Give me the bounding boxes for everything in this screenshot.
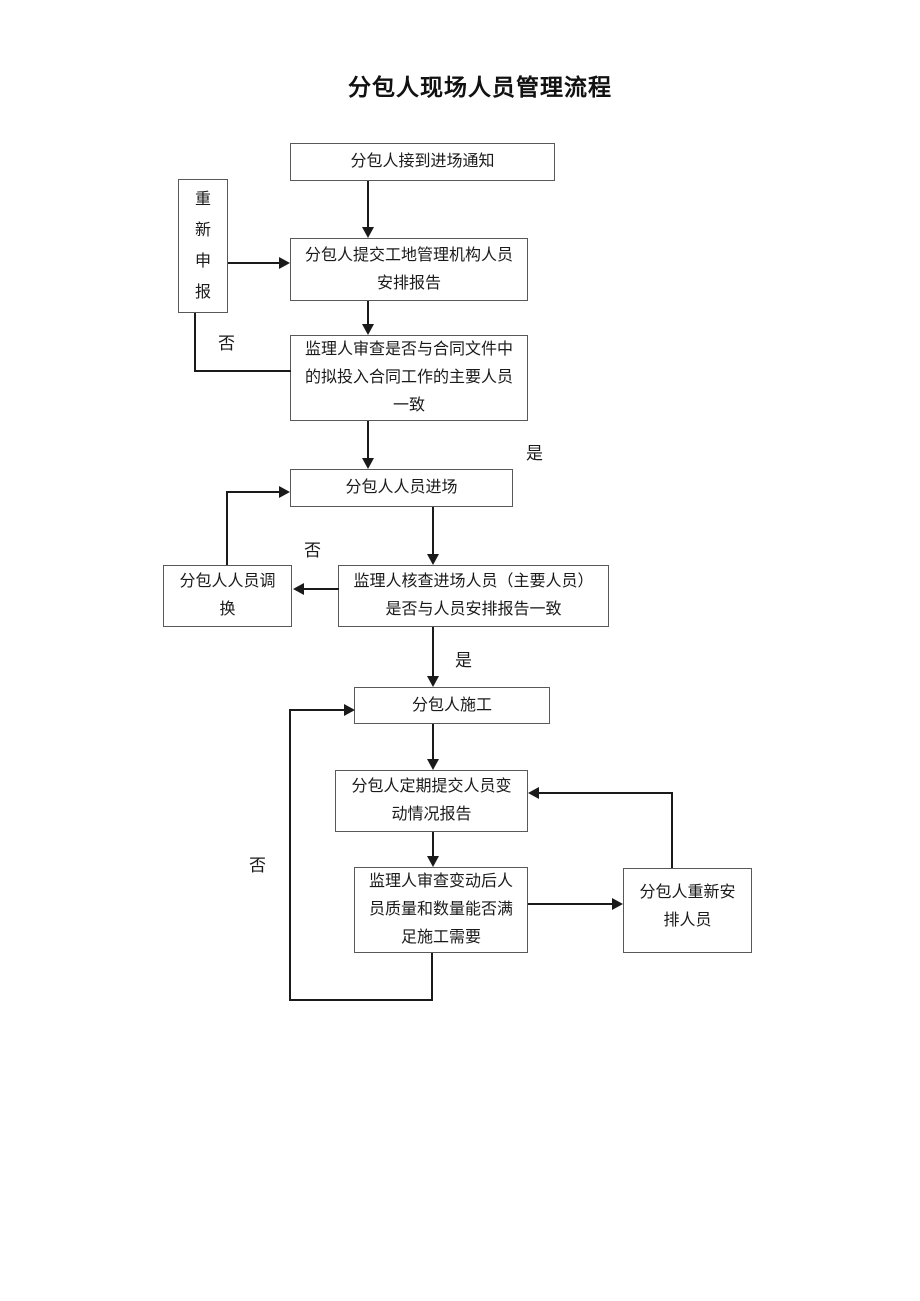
- connector-rearrange-loop-horizontal: [538, 792, 673, 794]
- connector-review2-no-drop: [431, 953, 433, 1001]
- connector-swap-loop-horizontal: [226, 491, 280, 493]
- edge-label-yes: 是: [455, 651, 472, 670]
- node-reapply: 重 新 申 报: [178, 179, 228, 313]
- connector-verify-to-swap: [303, 588, 339, 590]
- arrowhead-left-icon: [293, 583, 304, 595]
- arrowhead-down-icon: [427, 554, 439, 565]
- arrowhead-right-icon: [279, 257, 290, 269]
- node-label: 监理人审查变动后人 员质量和数量能否满 足施工需要: [368, 873, 513, 946]
- connector-report-to-review2: [432, 832, 434, 857]
- connector-review2-no-rise: [289, 709, 291, 1001]
- node-label: 分包人重新安 排人员: [639, 884, 736, 929]
- node-label: 监理人审查是否与合同文件中 的拟投入合同工作的主要人员 一致: [304, 341, 513, 414]
- arrowhead-down-icon: [427, 759, 439, 770]
- connector-review1-to-enter: [367, 421, 369, 459]
- connector-review2-to-rearrange: [528, 903, 613, 905]
- node-label: 分包人定期提交人员变 动情况报告: [351, 778, 512, 823]
- node-subcontractor-construction: 分包人施工: [354, 687, 550, 724]
- edge-label-no: 否: [249, 856, 266, 875]
- node-personnel-enter-site: 分包人人员进场: [290, 469, 513, 507]
- node-periodic-change-report: 分包人定期提交人员变 动情况报告: [335, 770, 528, 832]
- edge-label-no: 否: [218, 334, 235, 353]
- connector-swap-loop-vertical: [226, 491, 228, 565]
- connector-verify-to-construct: [432, 627, 434, 677]
- connector-submit-to-review1: [367, 301, 369, 325]
- arrowhead-down-icon: [427, 856, 439, 867]
- arrowhead-right-icon: [344, 704, 355, 716]
- node-rearrange-personnel: 分包人重新安 排人员: [623, 868, 752, 953]
- connector-review2-no-into-construct: [289, 709, 345, 711]
- connector-review2-no-bottom: [289, 999, 433, 1001]
- node-label: 监理人核查进场人员（主要人员） 是否与人员安排报告一致: [353, 573, 594, 618]
- connector-enter-to-verify: [432, 507, 434, 555]
- connector-construct-to-report: [432, 724, 434, 760]
- node-submit-personnel-arrangement-report: 分包人提交工地管理机构人员 安排报告: [290, 238, 528, 301]
- node-label: 分包人人员调 换: [179, 573, 276, 618]
- arrowhead-down-icon: [362, 227, 374, 238]
- connector-review1-no-horizontal: [194, 370, 291, 372]
- connector-notice-to-submit: [367, 181, 369, 228]
- node-supervisor-review-contract-consistency: 监理人审查是否与合同文件中 的拟投入合同工作的主要人员 一致: [290, 335, 528, 421]
- node-label: 重 新 申 报: [194, 191, 211, 301]
- arrowhead-down-icon: [427, 676, 439, 687]
- arrowhead-left-icon: [528, 787, 539, 799]
- node-label: 分包人人员进场: [345, 479, 458, 496]
- node-receive-entry-notice: 分包人接到进场通知: [290, 143, 555, 181]
- edge-label-no: 否: [304, 541, 321, 560]
- connector-review1-no-vertical: [194, 313, 196, 372]
- arrowhead-right-icon: [612, 898, 623, 910]
- arrowhead-down-icon: [362, 458, 374, 469]
- arrowhead-right-icon: [279, 486, 290, 498]
- node-personnel-swap: 分包人人员调 换: [163, 565, 292, 627]
- edge-label-yes: 是: [526, 444, 543, 463]
- node-supervisor-review-change-adequacy: 监理人审查变动后人 员质量和数量能否满 足施工需要: [354, 867, 528, 953]
- connector-reapply-to-submit: [228, 262, 280, 264]
- connector-rearrange-loop-vertical: [671, 793, 673, 868]
- arrowhead-down-icon: [362, 324, 374, 335]
- node-label: 分包人施工: [411, 696, 492, 714]
- page-title: 分包人现场人员管理流程: [348, 74, 612, 100]
- node-label: 分包人接到进场通知: [350, 153, 495, 170]
- node-supervisor-verify-entering-personnel: 监理人核查进场人员（主要人员） 是否与人员安排报告一致: [338, 565, 609, 627]
- node-label: 分包人提交工地管理机构人员 安排报告: [304, 246, 513, 292]
